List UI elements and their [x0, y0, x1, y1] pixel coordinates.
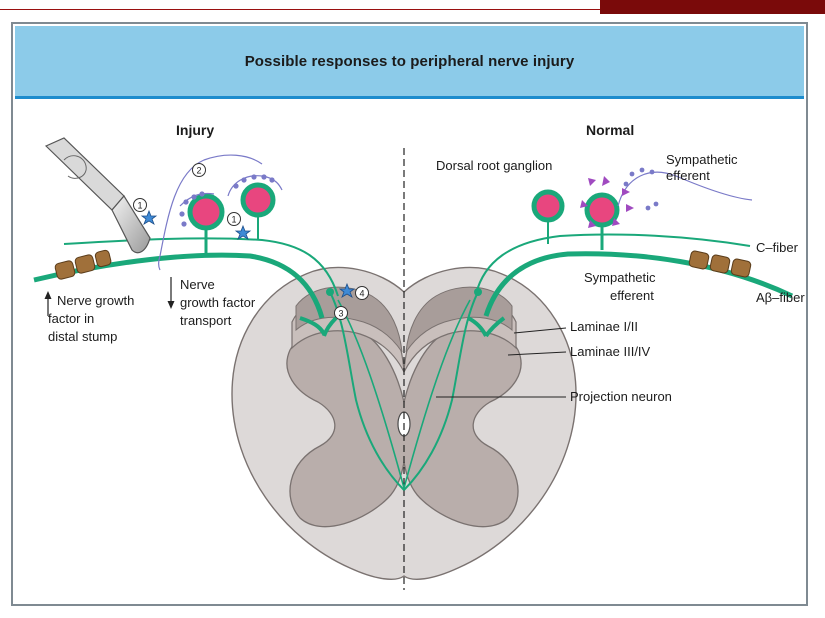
scalpel-icon	[46, 138, 150, 253]
heading-normal: Normal	[586, 122, 634, 138]
myelin-segment	[74, 254, 95, 274]
varicosity-dot	[241, 177, 246, 182]
release-triangle	[588, 178, 596, 186]
label-sympathetic-efferent-mid-1: Sympathetic	[584, 270, 656, 285]
arrow-down-head	[168, 301, 175, 309]
soma-normal-2	[587, 195, 617, 225]
marker-number: 4	[359, 289, 364, 299]
marker-number: 1	[137, 201, 142, 211]
label-ngf-distal-2: factor in	[48, 311, 94, 326]
label-laminae-3-4: Laminae III/IV	[570, 344, 651, 359]
varicosity-dot	[233, 183, 238, 188]
marker-number: 2	[196, 166, 201, 176]
varicosity-dot	[624, 182, 629, 187]
star-icon	[236, 226, 250, 239]
label-ngf-transport-1: Nerve	[180, 277, 215, 292]
varicosity-dot	[251, 174, 256, 179]
myelin-segments-left	[54, 250, 111, 280]
arrow-up-head	[45, 291, 52, 299]
label-ab-fiber: Aβ–fiber	[756, 290, 805, 305]
varicosity-dot	[179, 211, 184, 216]
label-projection-neuron: Projection neuron	[570, 389, 672, 404]
label-c-fiber: C–fiber	[756, 240, 799, 255]
varicosity-dot	[181, 221, 186, 226]
myelin-segment	[731, 258, 752, 277]
varicosity-dot	[183, 199, 188, 204]
terminal-dot-left	[326, 288, 334, 296]
label-sympathetic-efferent-top-1: Sympathetic	[666, 152, 738, 167]
label-laminae-1-2: Laminae I/II	[570, 319, 638, 334]
release-triangle	[602, 176, 610, 186]
myelin-segment	[95, 250, 112, 268]
varicosity-dot	[654, 202, 659, 207]
soma-injury-2	[243, 185, 273, 215]
sympathetic-efferent-dots	[624, 168, 659, 211]
myelin-segment	[710, 254, 731, 273]
soma-injury-1	[190, 196, 222, 228]
varicosity-dot	[630, 172, 635, 177]
varicosity-dot	[650, 170, 655, 175]
varicosity-dot	[261, 174, 266, 179]
myelin-segment	[54, 260, 75, 280]
varicosity-dot	[640, 168, 645, 173]
label-ngf-transport-2: growth factor	[180, 295, 256, 310]
label-sympathetic-efferent-mid-2: efferent	[610, 288, 654, 303]
varicosity-dot	[269, 177, 274, 182]
myelin-segment	[689, 250, 710, 269]
varicosity-dot	[191, 194, 196, 199]
marker-number: 1	[231, 215, 236, 225]
label-ngf-distal-1: Nerve growth	[57, 293, 134, 308]
label-sympathetic-efferent-top-2: efferent	[666, 168, 710, 183]
terminal-dot-right	[474, 288, 482, 296]
label-dorsal-root-ganglion: Dorsal root ganglion	[436, 158, 552, 173]
varicosity-dot	[199, 191, 204, 196]
myelin-segments-right	[689, 250, 752, 277]
release-triangle	[626, 204, 634, 212]
soma-normal-1	[534, 192, 562, 220]
heading-injury: Injury	[176, 122, 214, 138]
label-ngf-distal-3: distal stump	[48, 329, 117, 344]
varicosity-dot	[646, 206, 651, 211]
star-icon	[142, 211, 156, 224]
label-ngf-transport-3: transport	[180, 313, 232, 328]
arrow-down-icon	[168, 277, 175, 309]
marker-number: 3	[338, 309, 343, 319]
